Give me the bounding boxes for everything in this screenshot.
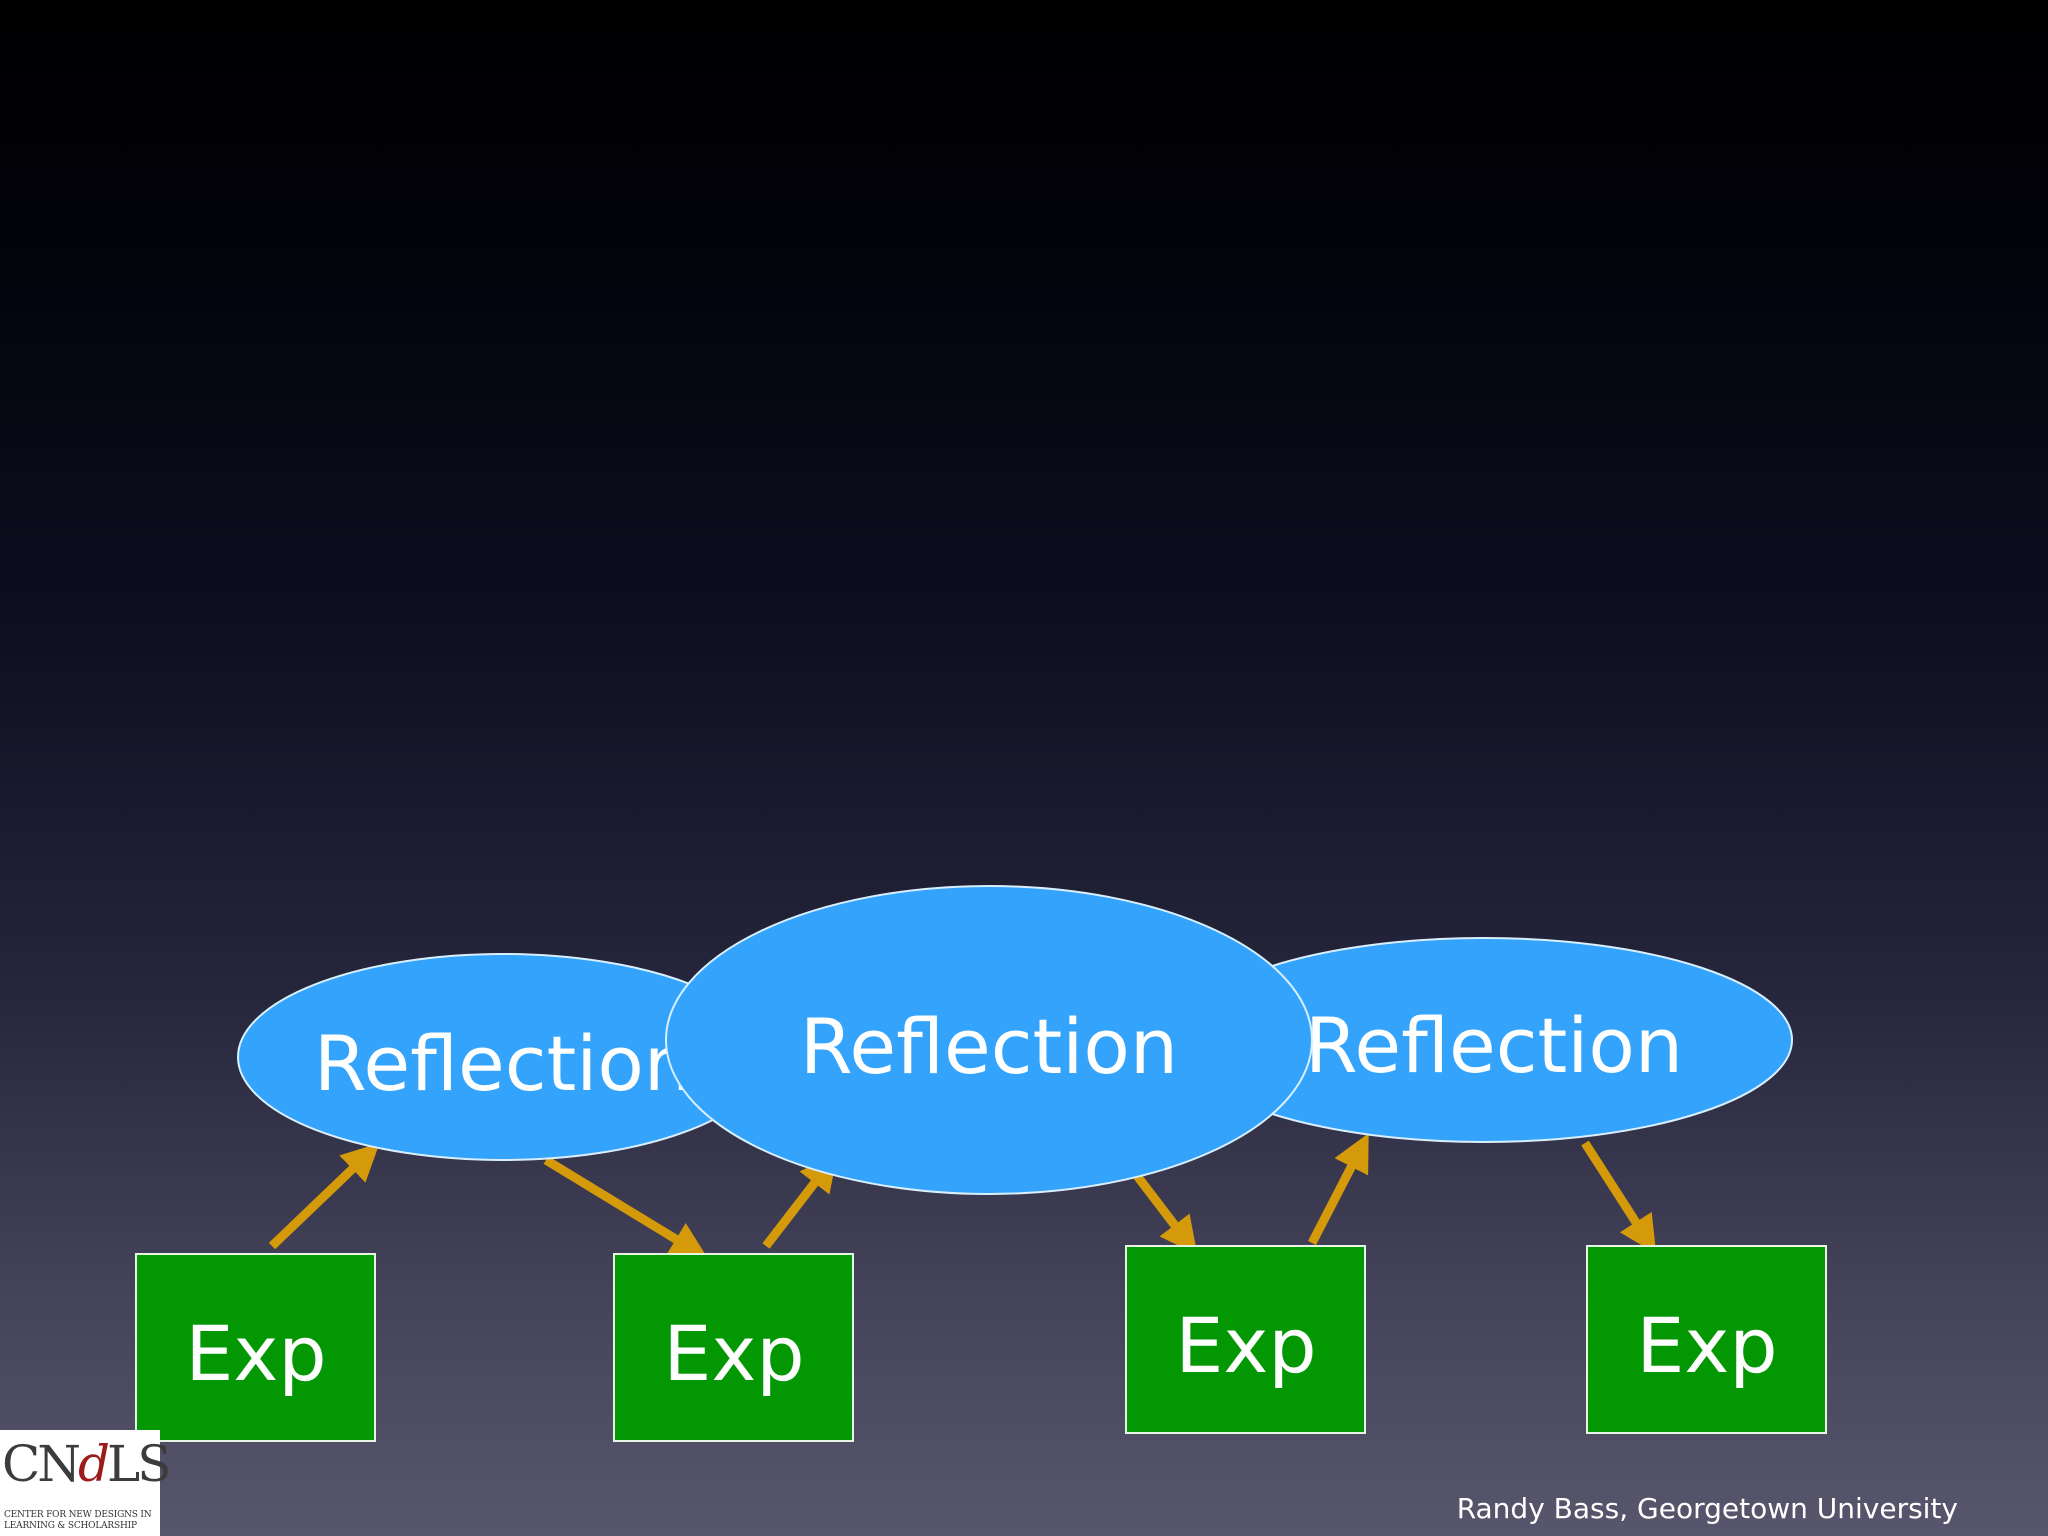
logo-caption: CENTER FOR NEW DESIGNS IN LEARNING & SCH… xyxy=(4,1510,158,1532)
experience-node-2: Exp xyxy=(613,1253,854,1442)
logo-caption-line2: LEARNING & SCHOLARSHIP xyxy=(4,1521,137,1531)
experience-label-2: Exp xyxy=(663,1309,804,1398)
author-credit: Randy Bass, Georgetown University xyxy=(1456,1492,1958,1525)
logo-letters-right: LS xyxy=(107,1435,171,1493)
experience-node-4: Exp xyxy=(1586,1245,1827,1434)
arrow-exp2-to-reflection2 xyxy=(762,1153,838,1249)
logo-letters-left: CN xyxy=(2,1435,81,1493)
logo-caption-line1: CENTER FOR NEW DESIGNS IN xyxy=(4,1510,152,1520)
reflection-node-1: Reflection xyxy=(237,953,769,1161)
arrow-reflection3-to-exp4 xyxy=(1581,1140,1657,1254)
arrow-exp1-to-reflection1 xyxy=(268,1142,380,1250)
reflection-node-3: Reflection xyxy=(1175,937,1793,1143)
arrow-reflection1-to-exp2 xyxy=(543,1156,709,1259)
reflection-node-2: Reflection xyxy=(665,885,1313,1195)
arrow-exp3-to-reflection3 xyxy=(1308,1133,1369,1246)
reflection-label-2: Reflection xyxy=(800,1002,1178,1091)
logo-wordmark: CNdLS xyxy=(2,1435,172,1493)
experience-label-3: Exp xyxy=(1175,1301,1316,1390)
reflection-label-3: Reflection xyxy=(1305,1001,1683,1090)
reflection-label-1: Reflection xyxy=(314,1019,692,1108)
experience-node-3: Exp xyxy=(1125,1245,1366,1434)
experience-label-1: Exp xyxy=(185,1309,326,1398)
logo-letters-mid: d xyxy=(78,1435,110,1493)
experience-label-4: Exp xyxy=(1636,1301,1777,1390)
cndls-logo: CNdLS CENTER FOR NEW DESIGNS IN LEARNING… xyxy=(0,1430,172,1536)
experience-node-1: Exp xyxy=(135,1253,376,1442)
